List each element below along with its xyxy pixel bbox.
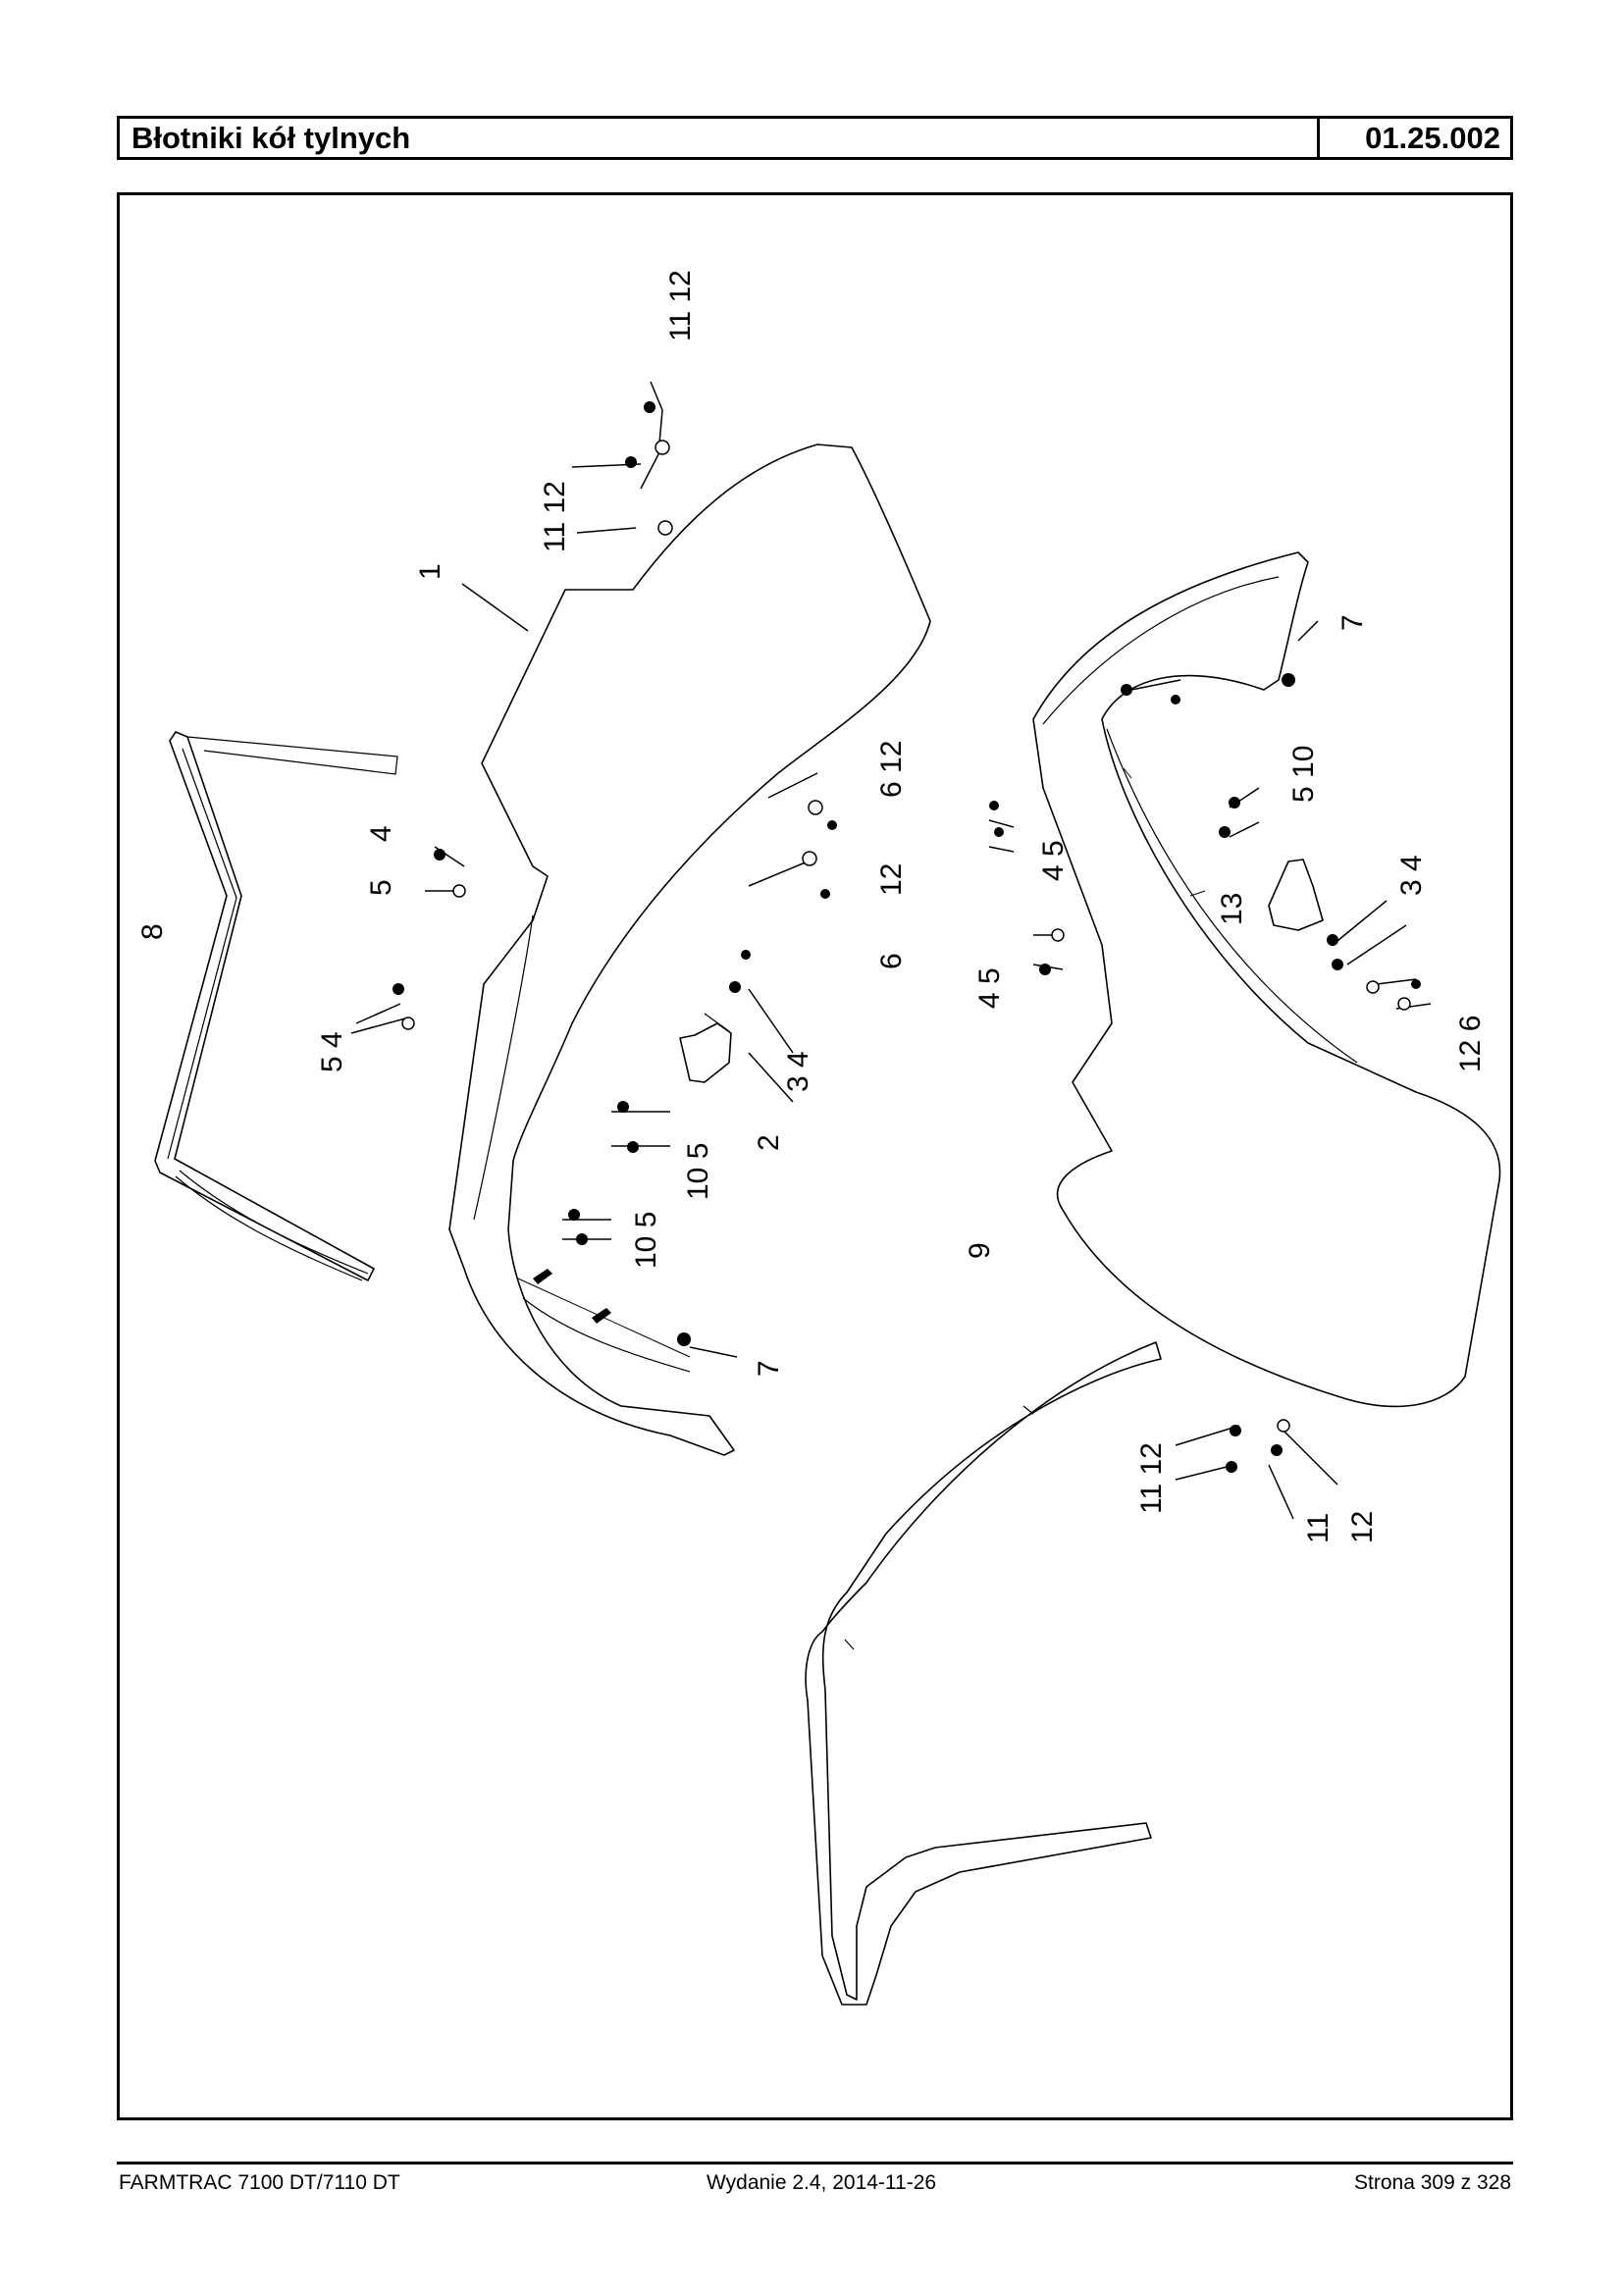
footer-model: FARMTRAC 7100 DT/7110 DT	[119, 2171, 400, 2194]
callout-11-12-bottom: 11 12	[1135, 1442, 1168, 1514]
footer-edition: Wydanie 2.4, 2014-11-26	[707, 2171, 937, 2194]
callout-10-5-upper: 10 5	[682, 1143, 714, 1200]
part-13-bracket	[1268, 859, 1324, 931]
page-title: Błotniki kół tylnych	[120, 119, 1320, 157]
callout-7-left: 7	[753, 1360, 785, 1377]
callout-4-5-lower: 4 5	[973, 967, 1006, 1009]
callout-4: 4	[365, 825, 397, 842]
callout-5: 5	[365, 879, 397, 896]
callout-1: 1	[414, 563, 446, 580]
part-2-bracket	[679, 1013, 732, 1083]
callout-10-5-lower: 10 5	[630, 1212, 662, 1269]
callout-12: 12	[875, 863, 908, 896]
callout-9: 9	[964, 1242, 996, 1259]
callout-4-5-upper: 4 5	[1037, 840, 1070, 881]
callout-8: 8	[136, 923, 169, 940]
part-callouts: 11 12 11 12 1 6 12 12 6 4 5 5 4 8 10 5 1…	[136, 270, 1487, 1543]
part-8-fender-strip	[154, 731, 398, 1281]
callout-5-4: 5 4	[316, 1031, 348, 1072]
callout-12-11: 11 12	[539, 481, 571, 552]
footer-divider	[117, 2162, 1513, 2165]
callout-7-right: 7	[1336, 614, 1369, 631]
callout-12-6: 12 6	[1454, 1016, 1487, 1072]
callout-5-10: 5 10	[1287, 746, 1320, 803]
callout-13: 13	[1216, 893, 1248, 925]
title-bar: Błotniki kół tylnych 01.25.002	[117, 116, 1513, 160]
part-lower-trim-strip	[805, 1341, 1162, 2006]
part-1-left-fender	[448, 443, 931, 1456]
callout-11-12-top: 11 12	[664, 270, 697, 341]
callout-12-bottom: 12	[1346, 1511, 1379, 1543]
callout-3-4-right: 3 4	[1395, 855, 1428, 896]
part-9-right-fender	[1032, 551, 1501, 1408]
callout-2: 2	[753, 1134, 785, 1151]
exploded-parts-drawing: 11 12 11 12 1 6 12 12 6 4 5 5 4 8 10 5 1…	[117, 192, 1513, 2120]
callout-11: 11	[1302, 1513, 1335, 1543]
footer-page-number: Strona 309 z 328	[1354, 2171, 1511, 2194]
callout-6-12: 6 12	[875, 741, 908, 798]
hardware-and-leader-lines	[350, 381, 1432, 1520]
callout-6: 6	[875, 953, 908, 969]
callout-3-4: 3 4	[782, 1051, 814, 1092]
drawing-code: 01.25.002	[1365, 121, 1500, 155]
